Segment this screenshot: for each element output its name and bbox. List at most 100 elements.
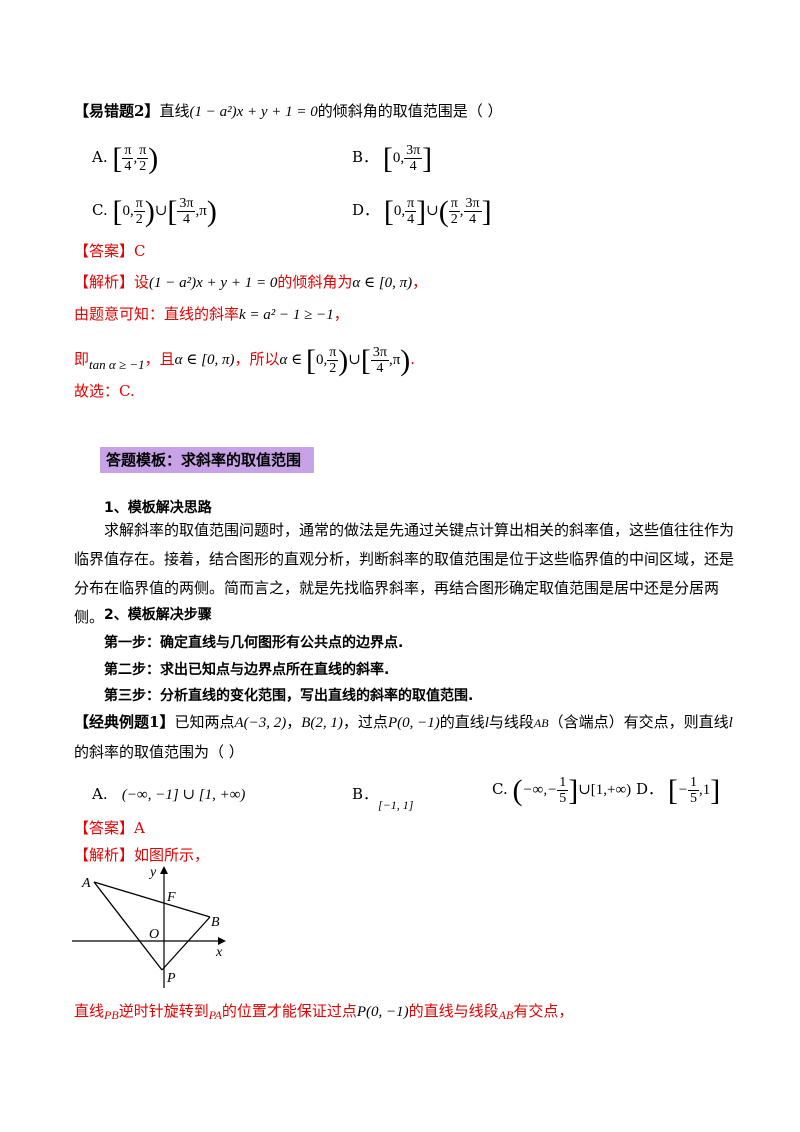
option-label: D． (352, 200, 380, 219)
segment-ab-line (93, 881, 211, 918)
text: 直线 (74, 1002, 105, 1020)
q1-answer: 【答案】C (74, 240, 146, 262)
point-p: P(0, −1) (356, 1004, 409, 1020)
text: 的直线 (439, 713, 485, 731)
text: ，过点 (342, 713, 388, 731)
option-label: D． (636, 779, 664, 798)
answer-value: A (134, 819, 145, 837)
line-l: l (728, 715, 733, 731)
text: ，且 (144, 349, 175, 368)
q2-figure: A B F O P x y (72, 865, 226, 988)
q1-stem-post: 的倾斜角的取值范围是（ ） (317, 102, 503, 120)
template-step-3: 第三步：分析直线的变化范围，写出直线的斜率的取值范围. (104, 688, 474, 704)
text: 即 (74, 349, 90, 368)
q1-stem-pre: 直线 (159, 102, 190, 120)
text: 设 (134, 273, 150, 291)
math: k = a² − 1 ≥ −1 (239, 307, 334, 323)
point-p: P(0, −1) (387, 715, 440, 731)
point-a: A(−3, 2) (234, 715, 287, 731)
label-f: F (166, 890, 176, 905)
analysis-label: 【解析】 (74, 273, 135, 291)
template-paragraph: 求解斜率的取值范围问题时，通常的做法是先通过关键点计算出相关的斜率值，这些值往往… (74, 521, 735, 626)
label-o: O (149, 927, 159, 942)
text: 如图所示， (134, 846, 210, 864)
q1-stem: 【易错题2】直线(1 − a²)x + y + 1 = 0的倾斜角的取值范围是（… (74, 100, 503, 123)
q1-analysis-line1: 【解析】设(1 − a²)x + y + 1 = 0的倾斜角为α ∈ [0, π… (74, 271, 427, 294)
template-heading-1: 1、模板解决思路 (104, 500, 212, 516)
q2-stem-line1: 【经典例题1】已知两点A(−3, 2)，B(2, 1)，过点P(0, −1)的直… (74, 713, 733, 731)
option-label: B． (352, 147, 379, 166)
point-b: B(2, 1) (301, 715, 343, 731)
q2-last-line: 直线PB逆时针旋转到PA的位置才能保证过点P(0, −1)的直线与线段AB有交点… (74, 1000, 573, 1023)
x-axis-arrow (218, 937, 226, 945)
label-b: B (211, 915, 220, 930)
analysis-label: 【解析】 (74, 846, 135, 864)
text: 的位置才能保证过点 (221, 1002, 357, 1020)
option-label: A. (92, 147, 108, 166)
q2-answer: 【答案】A (74, 817, 145, 839)
q1-analysis-line2: 由题意可知：直线的斜率k = a² − 1 ≥ −1， (74, 303, 349, 326)
text: ，所以 (234, 349, 280, 368)
q2-option-a[interactable]: A. (−∞, −1] ∪ [1, +∞) (92, 783, 245, 806)
answer-label: 【答案】 (74, 819, 135, 837)
text: ， (412, 273, 428, 291)
line-l: l (484, 715, 489, 731)
q1-analysis-line4: 故选：C. (74, 382, 135, 400)
option-label: B． (352, 785, 379, 803)
label-a: A (81, 876, 91, 891)
template-step-2: 第二步：求出已知点与边界点所在直线的斜率. (104, 662, 390, 678)
q2-tag: 【经典例题1】 (74, 713, 175, 731)
math: α ∈ [0, π) (174, 351, 235, 368)
option-label: C. (92, 200, 108, 219)
option-label: C. (492, 779, 508, 798)
label-x: x (215, 945, 223, 960)
answer-label: 【答案】 (74, 242, 135, 260)
template-heading-2: 2、模板解决步骤 (104, 607, 212, 623)
text: 由题意可知：直线的斜率 (74, 305, 240, 323)
label-p: P (166, 971, 176, 986)
option-label: A. (92, 785, 108, 803)
text: 有交点， (513, 1002, 574, 1020)
math: tan α ≥ −1 (89, 356, 145, 372)
math: (1 − a²)x + y + 1 = 0 (149, 275, 278, 291)
text: ， (333, 305, 349, 323)
segment-pb: PB (104, 1008, 119, 1022)
text: . (410, 349, 416, 368)
text: 的直线与线段 (408, 1002, 499, 1020)
segment-ab: AB (533, 716, 549, 730)
text: （含端点）有交点，则直线 (548, 713, 729, 731)
text: 已知两点 (174, 713, 235, 731)
q2-option-b[interactable]: B．[−1, 1] (352, 783, 413, 812)
template-banner: 答题模板：求斜率的取值范围 (100, 447, 314, 473)
option-a-math: (−∞, −1] ∪ [1, +∞) (121, 787, 246, 803)
segment-pb-line (161, 916, 211, 971)
text: 逆时针旋转到 (118, 1002, 209, 1020)
text: 与线段 (488, 713, 534, 731)
math: α ∈ [0, π) (352, 275, 413, 291)
y-axis-arrow (160, 866, 168, 874)
q1-equation: (1 − a²)x + y + 1 = 0 (189, 104, 318, 120)
label-y: y (148, 865, 157, 880)
option-b-math: [−1, 1] (378, 798, 414, 812)
q1-tag: 【易错题2】 (74, 102, 160, 120)
template-step-1: 第一步：确定直线与几何图形有公共点的边界点. (104, 635, 404, 651)
segment-ab: AB (498, 1008, 514, 1022)
segment-pa-line (93, 881, 163, 971)
answer-value: C (134, 242, 146, 260)
segment-pa: PA (208, 1008, 222, 1022)
q2-stem-line2: 的斜率的取值范围为（ ） (74, 743, 244, 761)
